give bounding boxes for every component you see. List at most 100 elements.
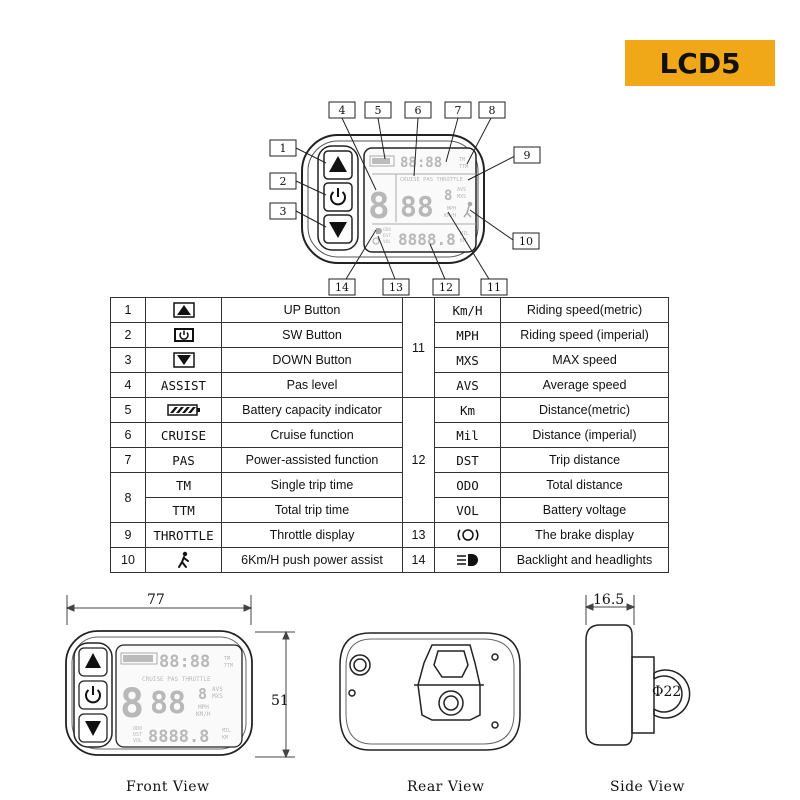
group-number: 13 [402, 522, 435, 548]
svg-text:88: 88 [400, 190, 434, 223]
row-code: ODO [434, 472, 501, 498]
row-description: Total distance [500, 472, 669, 498]
row-code: MPH [434, 322, 501, 348]
table-row: 3 DOWN Button MXS MAX speed [110, 347, 669, 373]
row-description: Total trip time [221, 497, 403, 523]
row-description: UP Button [221, 297, 403, 323]
row-description: Riding speed(metric) [500, 297, 669, 323]
callout-2: 2 [280, 175, 287, 188]
callout-3: 3 [280, 205, 287, 218]
svg-text:88:88: 88:88 [400, 155, 442, 171]
front-view-label: Front View [126, 779, 210, 795]
group-number: 12 [402, 397, 435, 523]
row-description: Trip distance [500, 447, 669, 473]
row-description: Distance (imperial) [500, 422, 669, 448]
svg-text:8: 8 [444, 188, 452, 204]
brake-icon [457, 529, 478, 541]
row-code: TM [145, 472, 222, 498]
row-description: SW Button [221, 322, 403, 348]
rear-view-label: Rear View [407, 779, 485, 795]
svg-text:8888.8: 8888.8 [398, 230, 456, 249]
row-symbol [434, 522, 501, 548]
table-row: 10 6Km/H push power assist 14 Backlight … [110, 547, 669, 573]
table-row: 5 Battery capacity indicator 12 Km Dista… [110, 397, 669, 523]
row-code: Mil [434, 422, 501, 448]
function-table: 1 UP Button 11 Km/H Riding speed(metric)… [110, 297, 669, 573]
model-badge: LCD5 [625, 40, 775, 86]
lcd-ttm: TTM [459, 164, 468, 170]
width-dimension: 77 [147, 592, 165, 608]
callout-4: 4 [339, 104, 346, 117]
row-number: 5 [110, 397, 146, 423]
lcd-avs: AVS [457, 187, 466, 193]
callout-1: 1 [280, 142, 287, 155]
lcd-mph: MPH [447, 206, 456, 212]
row-code: TTM [145, 497, 222, 523]
row-symbol [145, 397, 222, 423]
table-row: 8 TM Single trip time ODO Total distance [110, 472, 669, 523]
callout-13: 13 [389, 281, 403, 294]
lcd-mil: MIL [460, 231, 469, 237]
svg-text:88: 88 [150, 686, 186, 721]
row-code: AVS [434, 372, 501, 398]
svg-text:TTM: TTM [224, 663, 233, 669]
row-description: Distance(metric) [500, 397, 669, 423]
svg-text:VOL: VOL [133, 738, 142, 744]
svg-text:8: 8 [120, 681, 144, 727]
up-arrow-icon [85, 653, 101, 668]
table-row: 1 UP Button 11 Km/H Riding speed(metric) [110, 297, 669, 398]
row-number: 8 [110, 472, 146, 523]
group-number: 11 [402, 297, 435, 398]
svg-text:MPH: MPH [198, 704, 209, 711]
svg-text:MXS: MXS [212, 693, 223, 700]
down-arrow-icon [85, 721, 101, 736]
views-drawing: 88:88 TM TTM CRUISE PAS THROTTLE 8 88 8 … [65, 595, 691, 759]
table-row: 4 ASSIST Pas level AVS Average speed [110, 372, 669, 398]
row-description: MAX speed [500, 347, 669, 373]
row-number: 3 [110, 347, 146, 373]
svg-text:TM: TM [224, 656, 230, 662]
table-row: 7 PAS Power-assisted function DST Trip d… [110, 447, 669, 473]
side-view [584, 595, 691, 746]
front-view: 88:88 TM TTM CRUISE PAS THROTTLE 8 88 8 … [65, 630, 253, 756]
row-description: Riding speed (imperial) [500, 322, 669, 348]
row-number: 6 [110, 422, 146, 448]
row-number: 9 [110, 522, 146, 548]
power-icon [85, 686, 101, 704]
svg-text:KM: KM [222, 735, 228, 741]
row-code: Km/H [434, 297, 501, 323]
up-arrow-icon [329, 156, 347, 172]
callout-6: 6 [415, 104, 422, 117]
row-symbol [145, 547, 222, 573]
lcd-mxs: MXS [457, 194, 466, 200]
row-code: DST [434, 447, 501, 473]
callout-14: 14 [335, 281, 349, 294]
group-number: 14 [402, 547, 435, 573]
svg-text:8: 8 [198, 685, 207, 703]
row-description: Average speed [500, 372, 669, 398]
row-symbol [145, 297, 222, 323]
lcd-odo: ODO [383, 227, 391, 233]
walking-person-icon [177, 551, 189, 568]
row-code: VOL [434, 497, 501, 523]
model-label: LCD5 [659, 46, 741, 80]
power-icon [330, 188, 346, 206]
table-row: 2 SW Button MPH Riding speed (imperial) [110, 322, 669, 348]
svg-text:88:88: 88:88 [159, 652, 210, 672]
lcd-dst: DST [383, 233, 391, 239]
brake-icon [372, 237, 380, 245]
row-description: Throttle display [221, 522, 403, 548]
svg-text:8888.8: 8888.8 [148, 727, 209, 747]
lcd-vol: VOL [383, 239, 391, 245]
power-icon [173, 328, 194, 342]
lcd-tm: TM [459, 157, 465, 163]
row-symbol [434, 547, 501, 573]
row-code: THROTTLE [145, 522, 222, 548]
walking-person-icon [463, 201, 473, 218]
svg-text:ODO: ODO [133, 726, 142, 732]
rear-view [339, 632, 521, 751]
svg-text:CRUISE PAS THROTTLE: CRUISE PAS THROTTLE [142, 676, 211, 683]
row-code: PAS [145, 447, 222, 473]
clamp-dimension: Φ22 [652, 684, 682, 700]
row-description: Cruise function [221, 422, 403, 448]
